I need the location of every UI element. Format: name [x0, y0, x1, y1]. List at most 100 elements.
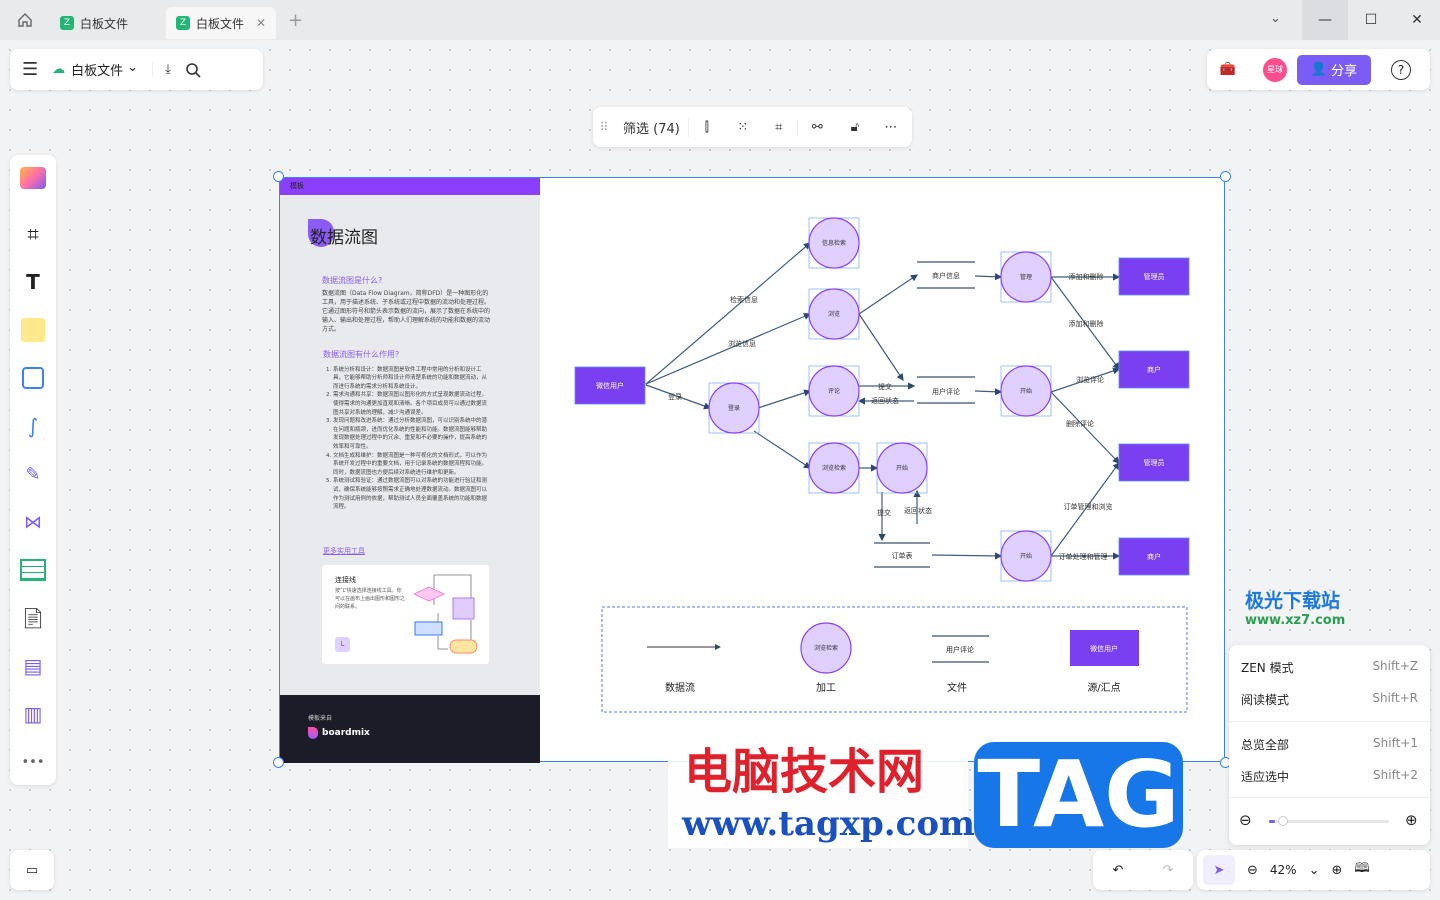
card-text: 按“L”快速选择连接线工具。你可以在画布上画出图形和图形之间的联系。 — [335, 588, 406, 610]
share-toolbar: 🧰 星球 👤分享 ? — [1207, 49, 1430, 90]
divider — [1229, 721, 1430, 722]
widget-tool-icon[interactable]: ▤ — [23, 654, 43, 678]
share-button[interactable]: 👤分享 — [1297, 54, 1371, 85]
connector-tool-icon[interactable]: ∫ — [27, 414, 39, 438]
template-tag: 模板 — [290, 182, 304, 190]
pen-tool-icon[interactable]: ✎ — [25, 463, 41, 485]
connector-illustration — [413, 574, 478, 654]
minimap-button[interactable]: ▭ — [10, 850, 54, 890]
drag-handle-icon[interactable]: ⠿ — [599, 120, 609, 134]
unlock-icon[interactable]: 🔓︎ — [850, 119, 860, 135]
minimize-button[interactable]: — — [1302, 0, 1348, 40]
template-footer: 模板来自 boardmix — [280, 695, 540, 763]
tab-file-2[interactable]: Z 白板文件 ✕ — [166, 7, 276, 39]
section-heading: 数据流图是什么? — [322, 276, 383, 285]
shortcut-key-badge: L — [335, 637, 350, 652]
more-icon[interactable]: ⋯ — [884, 119, 898, 135]
close-tab-icon[interactable]: ✕ — [255, 16, 266, 30]
tab-file-1[interactable]: Z 白板文件 — [50, 7, 160, 39]
section-heading: 数据流图有什么作用? — [323, 350, 400, 359]
cloud-sync-icon: ☁ — [52, 62, 66, 77]
more-tools-icon[interactable]: ••• — [21, 754, 45, 770]
zoom-bar: ➤ ⊖ 42% ⌄ ⊕ 🕮 — [1197, 850, 1430, 890]
title-text: 数据流图 — [310, 228, 378, 248]
boardmix-logo: boardmix — [308, 727, 370, 739]
list-item: 需求沟通和共享：数据流图以图形化的方式呈现数据流动过程，使得需求的沟通更加直观和… — [333, 391, 489, 417]
book-icon[interactable]: 🕮 — [1354, 861, 1370, 876]
template-tool-icon[interactable] — [18, 163, 48, 193]
toolbox-icon[interactable]: 🧰 — [1219, 62, 1237, 77]
tab-bar: Z 白板文件 Z 白板文件 ✕ + ⌄ — ☐ ✕ — [0, 0, 1440, 40]
filter-button[interactable]: 筛选 (74) — [615, 117, 689, 137]
text-tool-icon[interactable]: T — [26, 270, 40, 294]
selected-board[interactable]: 模板 数据流图 数据流图是什么? 数据流图（Data Flow Diagram，… — [279, 177, 1225, 763]
connect-share-icon[interactable]: ⚯ — [796, 119, 837, 135]
list-item: 发现问题和改进系统：通过分析数据流图，可以识别系统中的潜在问题和瓶颈，进而优化系… — [333, 417, 489, 451]
maximize-button[interactable]: ☐ — [1364, 12, 1378, 28]
zoom-out-icon[interactable]: ⊖ — [1239, 811, 1252, 829]
grid-arrange-icon[interactable]: ⁙ — [737, 119, 749, 135]
download-icon[interactable]: ⤓ — [152, 62, 171, 77]
document-tool-icon[interactable]: 📄︎ — [20, 606, 46, 630]
help-icon[interactable]: ? — [1391, 59, 1411, 80]
section-paragraph: 数据流图（Data Flow Diagram，简称DFD）是一种图形化的工具，用… — [322, 290, 491, 333]
connector-card: 连接线 按“L”快速选择连接线工具。你可以在画布上画出图形和图形之间的联系。 L — [322, 565, 489, 664]
card-title: 连接线 — [335, 576, 356, 584]
align-icon[interactable]: ⫿ — [704, 119, 709, 135]
app-logo-icon: Z — [176, 16, 190, 30]
share-label: 分享 — [1331, 64, 1358, 79]
mindmap-tool-icon[interactable]: ⋈ — [24, 511, 42, 533]
close-window-button[interactable]: ✕ — [1411, 12, 1423, 28]
watermark-tagxp: 电脑技术网 www.tagxp.com TAG — [668, 742, 1183, 848]
slider-thumb[interactable] — [1278, 816, 1288, 826]
list-item: 系统分析和设计：数据流图是软件工程中常用的分析和设计工具，它能够帮助分析师和设计… — [333, 366, 489, 392]
file-toolbar: ☰ ☁ 白板文件⌄ ⤓ — [10, 49, 263, 90]
kanban-tool-icon[interactable]: ▥ — [23, 702, 43, 726]
frame-icon[interactable]: ⌗ — [775, 119, 783, 135]
more-tools-link[interactable]: 更多实用工具 — [323, 547, 365, 555]
menu-icon[interactable]: ☰ — [22, 59, 39, 80]
list-item: 文档生成和维护：数据流图是一种可视化的文档形式，可以作为系统开发过程中的重要文档… — [333, 452, 489, 478]
new-tab-icon[interactable]: + — [288, 9, 304, 31]
minimap-icon: ▭ — [25, 862, 39, 878]
zoom-in-icon[interactable]: ⊕ — [1331, 862, 1343, 878]
table-tool-icon[interactable] — [18, 555, 48, 585]
undo-redo-bar: ↶↷ — [1093, 850, 1193, 890]
resize-handle[interactable] — [273, 757, 284, 768]
zoom-out-icon[interactable]: ⊖ — [1247, 862, 1258, 878]
app-logo-icon: Z — [60, 16, 74, 30]
file-name-dropdown[interactable]: 白板文件⌄ — [71, 60, 138, 79]
select-tool-icon[interactable]: ➤ — [1203, 855, 1235, 885]
chevron-down-icon[interactable]: ⌄ — [1308, 862, 1320, 878]
divider — [1229, 797, 1430, 798]
redo-icon[interactable]: ↷ — [1162, 862, 1174, 878]
search-icon[interactable] — [185, 62, 201, 78]
zoom-slider[interactable] — [1269, 816, 1389, 826]
chevron-down-icon: ⌄ — [127, 60, 139, 75]
frame-tool-icon[interactable]: ⌗ — [27, 222, 39, 246]
user-add-icon: 👤 — [1310, 62, 1328, 77]
tool-sidebar: ⌗ T ∫ ✎ ⋈ 📄︎ ▤ ▥ ••• — [10, 155, 56, 785]
section-what: 数据流图是什么? 数据流图（Data Flow Diagram，简称DFD）是一… — [322, 276, 490, 334]
zoom-in-icon[interactable]: ⊕ — [1405, 811, 1418, 829]
zoom-level[interactable]: 42% — [1269, 863, 1297, 877]
template-header-bar: 模板 — [280, 178, 540, 195]
file-name: 白板文件 — [71, 64, 124, 79]
home-icon[interactable] — [0, 0, 50, 40]
resize-handle[interactable] — [273, 171, 284, 182]
shape-tool-icon[interactable] — [18, 363, 48, 393]
undo-icon[interactable]: ↶ — [1112, 862, 1124, 878]
resize-handle[interactable] — [1220, 171, 1231, 182]
chevron-down-icon[interactable]: ⌄ — [1270, 11, 1281, 26]
template-intro-page: 模板 数据流图 数据流图是什么? 数据流图（Data Flow Diagram，… — [280, 178, 540, 763]
page-title: 数据流图 — [308, 219, 378, 248]
avatar[interactable]: 星球 — [1263, 57, 1287, 82]
sticky-note-icon[interactable] — [18, 315, 48, 345]
selection-toolbar: ⠿ 筛选 (74) ⫿ ⁙ ⌗ ⚯ 🔓︎ ⋯ — [593, 107, 912, 147]
